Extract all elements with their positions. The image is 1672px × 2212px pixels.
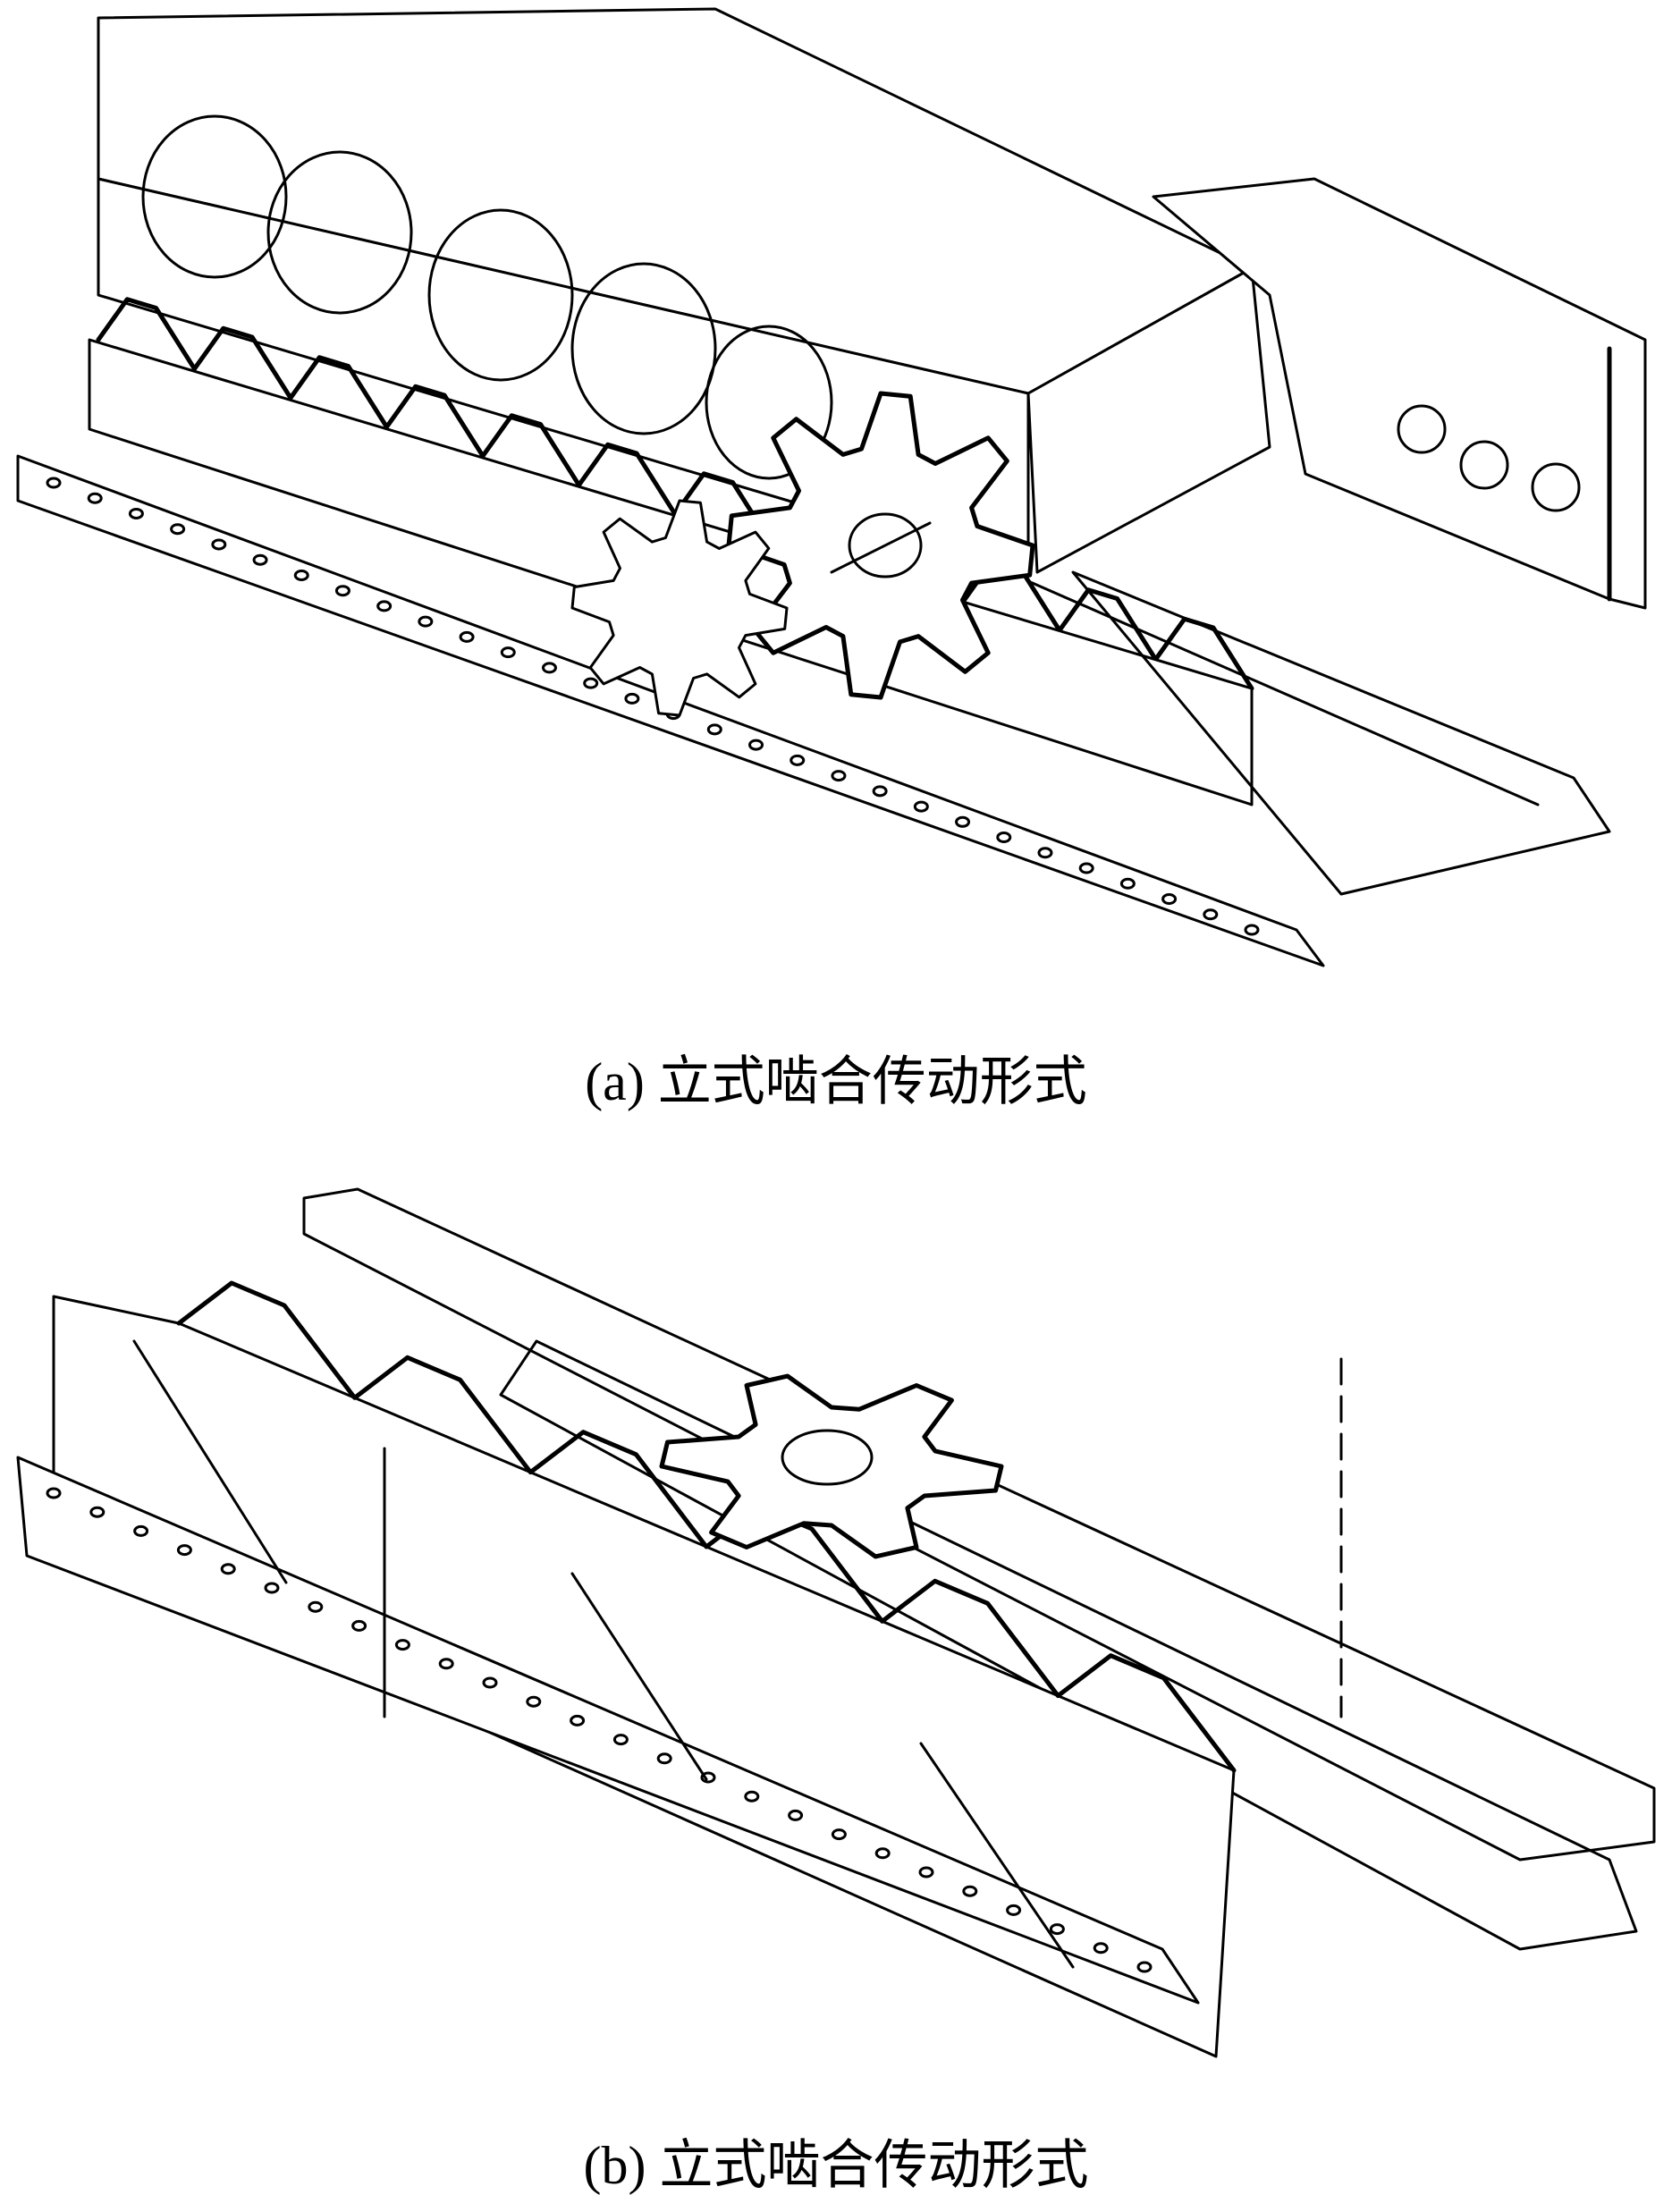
mounting-hole	[831, 770, 847, 782]
mounting-hole	[211, 538, 227, 551]
end-block	[1152, 177, 1647, 610]
mounting-hole	[220, 1563, 236, 1575]
caption-figure-a: (a) 立式啮合传动形式	[585, 1052, 1087, 1111]
mounting-hole	[46, 1487, 62, 1499]
mounting-hole	[1119, 877, 1136, 890]
rack-teeth	[176, 1280, 1237, 1773]
figure-b-drawing	[0, 1162, 1672, 2110]
mounting-hole	[541, 662, 557, 674]
mounting-hole	[1093, 1942, 1109, 1954]
vertical-mesh-drive-illustration-b	[16, 1187, 1656, 2058]
mounting-hole	[252, 553, 268, 566]
mounting-hole	[1037, 847, 1053, 859]
mounting-hole	[962, 1885, 978, 1897]
mounting-hole	[438, 1658, 454, 1670]
guide-channel	[499, 1339, 1638, 1951]
mounting-hole	[500, 646, 516, 659]
mounting-hole	[308, 1600, 324, 1613]
mounting-hole	[418, 615, 434, 628]
mounting-hole	[376, 600, 393, 612]
mounting-hole	[170, 523, 186, 536]
mounting-hole	[1244, 924, 1260, 936]
mounting-hole	[1078, 862, 1094, 874]
mounting-hole	[624, 692, 640, 705]
mounting-hole	[351, 1619, 367, 1632]
mounting-hole	[583, 677, 599, 689]
mounting-hole	[918, 1866, 934, 1879]
mounting-hole	[459, 630, 475, 643]
mounting-hole	[1006, 1904, 1022, 1916]
mounting-hole	[334, 585, 350, 597]
frame-top	[302, 1187, 1656, 1862]
mounting-hole	[874, 1847, 891, 1860]
vertical-mesh-drive-illustration-a	[16, 7, 1647, 967]
rollers	[141, 114, 833, 480]
base-rail	[16, 1456, 1200, 2005]
mounting-hole	[128, 507, 144, 519]
mounting-hole	[1136, 1961, 1153, 1973]
mounting-hole	[790, 754, 806, 766]
mounting-hole	[89, 1506, 106, 1518]
caption-figure-b: (b) 立式啮合传动形式	[583, 2136, 1089, 2195]
figure-a-drawing	[0, 0, 1672, 1046]
mounting-hole	[46, 477, 62, 489]
mounting-hole	[706, 723, 722, 736]
mounting-hole	[1161, 893, 1178, 906]
mounting-hole	[1049, 1923, 1065, 1936]
mounting-hole	[482, 1676, 498, 1689]
mounting-hole	[656, 1752, 672, 1765]
mounting-holes	[46, 1487, 1153, 1973]
mounting-hole	[526, 1695, 542, 1708]
mounting-hole	[700, 1771, 716, 1784]
mounting-hole	[831, 1828, 847, 1841]
mounting-holes	[46, 477, 1260, 936]
drive-gear	[726, 391, 1035, 700]
guide-channel	[1071, 570, 1611, 896]
mounting-hole	[87, 492, 103, 504]
mounting-hole	[955, 815, 971, 828]
mounting-hole	[293, 569, 309, 581]
mounting-hole	[744, 1790, 760, 1803]
mounting-hole	[264, 1582, 280, 1594]
mounting-hole	[996, 832, 1012, 844]
mounting-hole	[788, 1809, 804, 1821]
mounting-hole	[612, 1734, 629, 1746]
mounting-hole	[748, 739, 764, 751]
mounting-hole	[176, 1544, 192, 1557]
mounting-hole	[872, 785, 888, 798]
housing-end	[1026, 266, 1271, 574]
mounting-hole	[570, 1714, 586, 1727]
mounting-hole	[394, 1639, 410, 1651]
mounting-hole	[133, 1524, 149, 1537]
mounting-hole	[913, 800, 929, 813]
mounting-hole	[1203, 908, 1219, 921]
